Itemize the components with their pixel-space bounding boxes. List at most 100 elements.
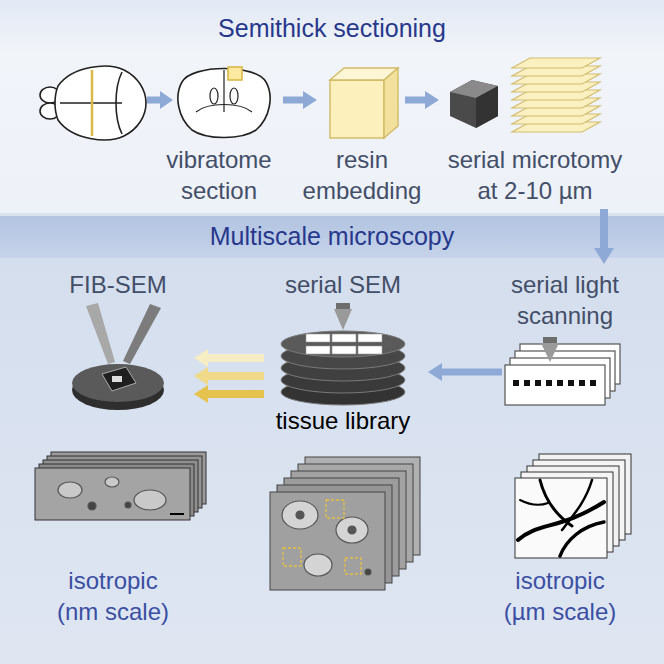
method-label: serial SEM bbox=[285, 270, 401, 301]
tissue-library-stack bbox=[281, 331, 405, 405]
brain-slice bbox=[178, 69, 270, 138]
method-label: FIB-SEM bbox=[69, 270, 166, 301]
fib-image-stack bbox=[88, 502, 96, 510]
sem-image-stack bbox=[345, 558, 361, 574]
fib-image-stack bbox=[58, 477, 166, 510]
electron-beam bbox=[336, 303, 350, 309]
slide-stack bbox=[535, 380, 541, 386]
brain-slice bbox=[196, 105, 252, 113]
transfer-arrow bbox=[194, 349, 208, 367]
transfer-arrow bbox=[206, 354, 264, 362]
slide-stack bbox=[568, 380, 574, 386]
flow-arrow bbox=[425, 91, 439, 109]
step-label: resin embedding bbox=[295, 145, 430, 206]
light-image-stack bbox=[518, 502, 604, 540]
brain-slice bbox=[228, 67, 242, 80]
tissue-library-stack bbox=[306, 334, 330, 342]
sem-image-stack bbox=[365, 569, 371, 575]
fib-image-stack bbox=[170, 513, 184, 515]
light-image-stack bbox=[560, 522, 604, 556]
resolution-label: isotropic (µm scale) bbox=[498, 566, 623, 627]
slide-stack bbox=[513, 380, 596, 386]
band-ground bbox=[0, 216, 664, 258]
fib-stage bbox=[72, 364, 164, 402]
brain-slice bbox=[230, 88, 238, 104]
method-label: serial light scanning bbox=[495, 270, 635, 331]
fib-image-stack bbox=[35, 468, 190, 520]
tissue-library-stack bbox=[332, 346, 356, 354]
section-stack bbox=[512, 58, 600, 132]
light-image-stack bbox=[520, 500, 548, 505]
flow-arrow bbox=[160, 91, 173, 109]
light-image-stack bbox=[515, 454, 631, 558]
brain-slice bbox=[223, 70, 224, 112]
brain-slice bbox=[210, 88, 218, 104]
sem-image-stack bbox=[282, 501, 371, 576]
fib-image-stack bbox=[35, 452, 206, 520]
transfer-arrow bbox=[206, 390, 264, 398]
step-label: vibratome section bbox=[152, 145, 287, 206]
sem-image-stack bbox=[296, 511, 304, 519]
sem-image-stack bbox=[282, 501, 318, 529]
flow-arrow bbox=[147, 97, 162, 104]
slide-stack bbox=[524, 380, 530, 386]
tissue-library-stack bbox=[281, 331, 405, 357]
microtome bbox=[450, 80, 498, 128]
resin-block bbox=[330, 68, 398, 138]
resolution-label: isotropic (nm scale) bbox=[51, 566, 176, 627]
flow-arrow bbox=[283, 97, 305, 104]
sem-image-stack bbox=[304, 554, 332, 576]
resin-block bbox=[384, 68, 398, 138]
mouse-brain bbox=[40, 66, 146, 140]
light-beam bbox=[543, 337, 557, 343]
sem-image-stack bbox=[270, 457, 420, 590]
fib-stage bbox=[102, 367, 136, 391]
light-image-stack bbox=[515, 478, 607, 558]
microtome bbox=[476, 86, 498, 128]
light-image-stack bbox=[518, 480, 604, 556]
slide-stack bbox=[579, 380, 585, 386]
band-ground bbox=[0, 258, 664, 664]
fib-stage bbox=[72, 303, 164, 410]
flow-arrow bbox=[405, 97, 427, 104]
flow-arrow bbox=[428, 363, 442, 381]
flow-arrow bbox=[594, 248, 614, 264]
slide-stack bbox=[557, 380, 563, 386]
flow-arrow bbox=[147, 91, 614, 381]
sem-image-stack bbox=[336, 517, 368, 543]
band-heading: Semithick sectioning bbox=[0, 13, 664, 44]
flow-arrow bbox=[600, 209, 608, 250]
transfer-arrow bbox=[194, 367, 208, 385]
flow-arrow bbox=[440, 369, 502, 376]
electron-beam bbox=[334, 309, 352, 330]
fib-image-stack bbox=[125, 502, 131, 508]
fib-image-stack bbox=[105, 477, 119, 487]
library-label: tissue library bbox=[276, 406, 411, 437]
slide-stack bbox=[505, 365, 605, 405]
fib-stage bbox=[123, 304, 161, 364]
tissue-library-stack bbox=[306, 346, 330, 354]
section-band: Multiscale microscopy bbox=[0, 216, 664, 258]
mouse-brain bbox=[116, 72, 122, 134]
band-heading: Multiscale microscopy bbox=[210, 221, 455, 252]
electron-beam bbox=[334, 303, 352, 330]
slide-stack bbox=[590, 380, 596, 386]
fib-stage bbox=[112, 376, 122, 382]
mouse-brain bbox=[55, 66, 146, 140]
band-ground bbox=[0, 0, 664, 213]
transfer-arrow bbox=[194, 385, 208, 403]
transfer-arrow bbox=[206, 372, 264, 380]
tissue-library-stack bbox=[358, 346, 382, 354]
sem-image-stack bbox=[270, 492, 385, 590]
mouse-brain bbox=[91, 70, 94, 136]
light-image-stack bbox=[562, 480, 592, 530]
fib-stage bbox=[86, 303, 115, 364]
tissue-library-stack bbox=[332, 334, 356, 342]
sem-image-stack bbox=[326, 500, 344, 518]
flow-arrow bbox=[303, 91, 317, 109]
sem-image-stack bbox=[283, 500, 361, 574]
slide-stack bbox=[513, 380, 519, 386]
